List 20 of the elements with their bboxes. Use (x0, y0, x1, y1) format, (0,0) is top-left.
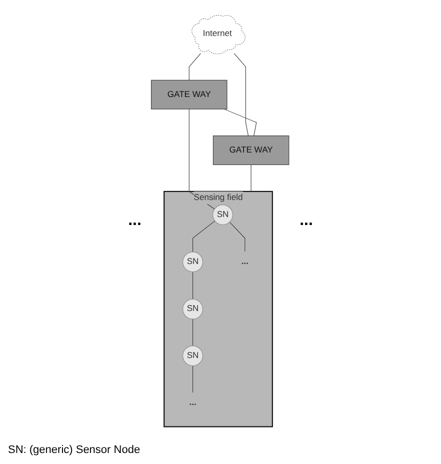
ellipsis-label: ... (127, 212, 142, 230)
connector (251, 164, 252, 192)
ellipsis-label: ... (298, 212, 314, 230)
node-circle: SN (212, 204, 234, 226)
node-text: ... (242, 257, 249, 266)
connector (192, 220, 216, 252)
note: SN: (generic) Sensor Node (8, 444, 140, 456)
connector (230, 222, 246, 252)
node-circle: SN (182, 346, 204, 366)
connector (192, 272, 194, 300)
connector (189, 53, 202, 80)
connector (224, 108, 258, 136)
connector (234, 53, 249, 136)
node-circle: SN (182, 298, 204, 320)
connector (192, 318, 194, 346)
node-box: GATE WAY (213, 136, 290, 165)
connector (192, 365, 194, 393)
node-box: GATE WAY (151, 80, 228, 110)
node-text: ... (190, 398, 197, 408)
node-circle: SN (182, 252, 204, 272)
